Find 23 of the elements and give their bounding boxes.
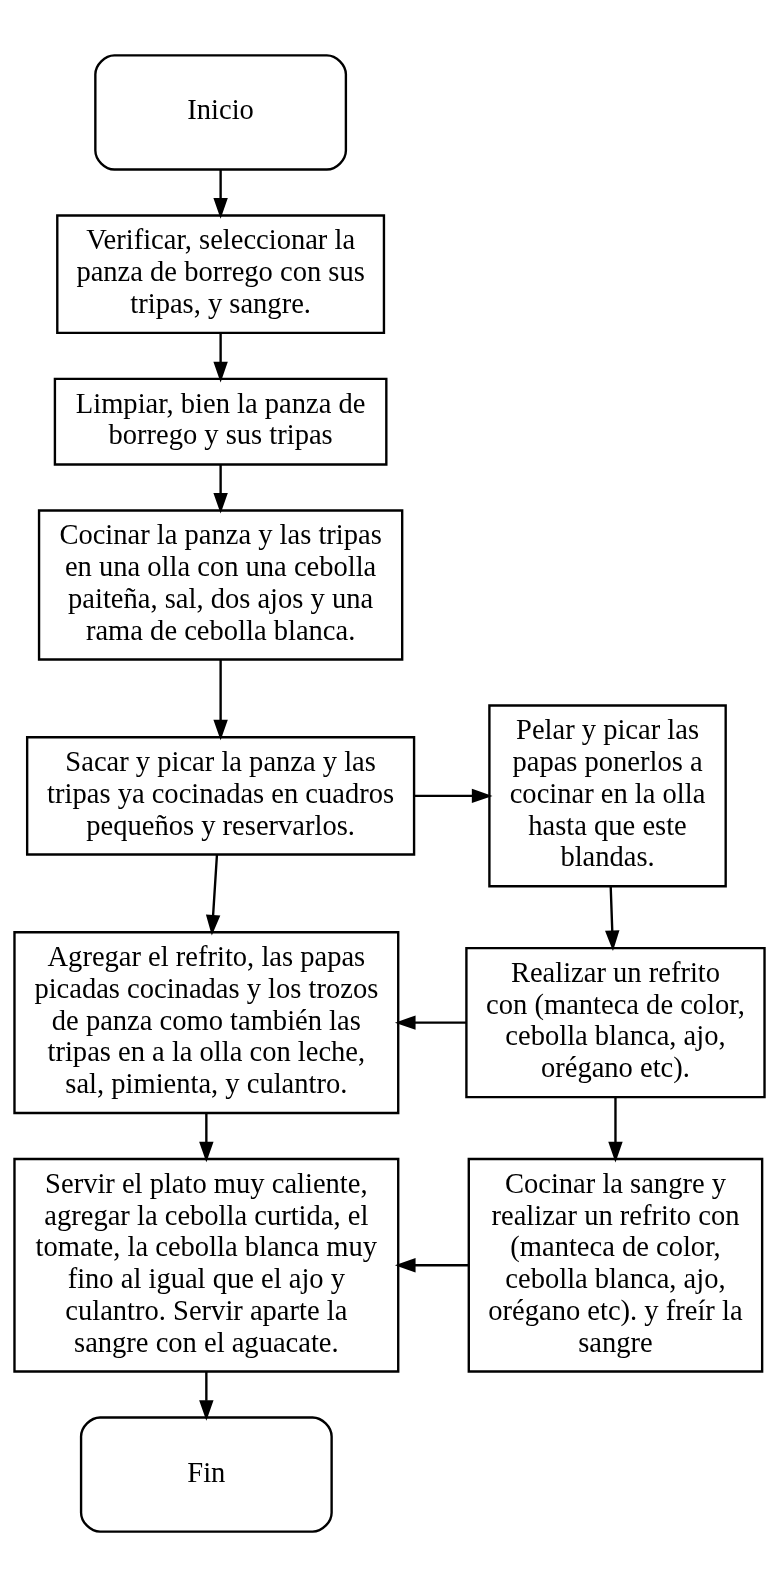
- node-box: Fin: [79, 1416, 333, 1533]
- arrow: [394, 1258, 469, 1273]
- node-box: Limpiar, bien la panza de borrego y sus tripas: [53, 377, 388, 466]
- node-box: Sacar y picar la panza y las tripas ya cocinadas en cuadros pequeños y reservarlos.: [25, 736, 416, 856]
- arrow: [213, 659, 228, 741]
- node-box: Inicio: [94, 54, 348, 171]
- node-box: Realizar un refrito con (manteca de color, cebolla blanca, ajo, orégano etc).: [465, 946, 766, 1099]
- arrow: [213, 333, 228, 383]
- node-box: Cocinar la panza y las tripas en una olla con una cebolla paiteña, sal, dos ajos y una rama de cebolla blanca.: [37, 509, 404, 661]
- arrow: [213, 169, 228, 219]
- node-box: Verificar, seleccionar la panza de borrego con sus tripas, y sangre.: [56, 214, 386, 335]
- arrow: [414, 788, 493, 804]
- arrow: [605, 886, 620, 952]
- arrow: [608, 1097, 623, 1163]
- node-box: Pelar y picar las papas ponerlos a cocinar en la olla hasta que este blandas.: [488, 704, 727, 888]
- arrow: [199, 1113, 214, 1163]
- arrow: [213, 464, 228, 514]
- arrow: [394, 1015, 467, 1030]
- node-box: Cocinar la sangre y realizar un refrito con (manteca de color, cebolla blanca, ajo, orégano etc). y freír la sangre: [467, 1157, 764, 1373]
- node-box: Servir el plato muy caliente, agregar la cebolla curtida, el tomate, la cebolla blanca muy fino al igual que el ajo y culantro. Servir aparte la sangre con el aguacate.: [13, 1157, 400, 1373]
- arrow: [199, 1371, 214, 1421]
- arrow: [205, 854, 221, 936]
- node-box: Agregar el refrito, las papas picadas cocinadas y los trozos de panza como también las tripas en a la olla con leche, sal, pimienta, y culantro.: [13, 931, 400, 1115]
